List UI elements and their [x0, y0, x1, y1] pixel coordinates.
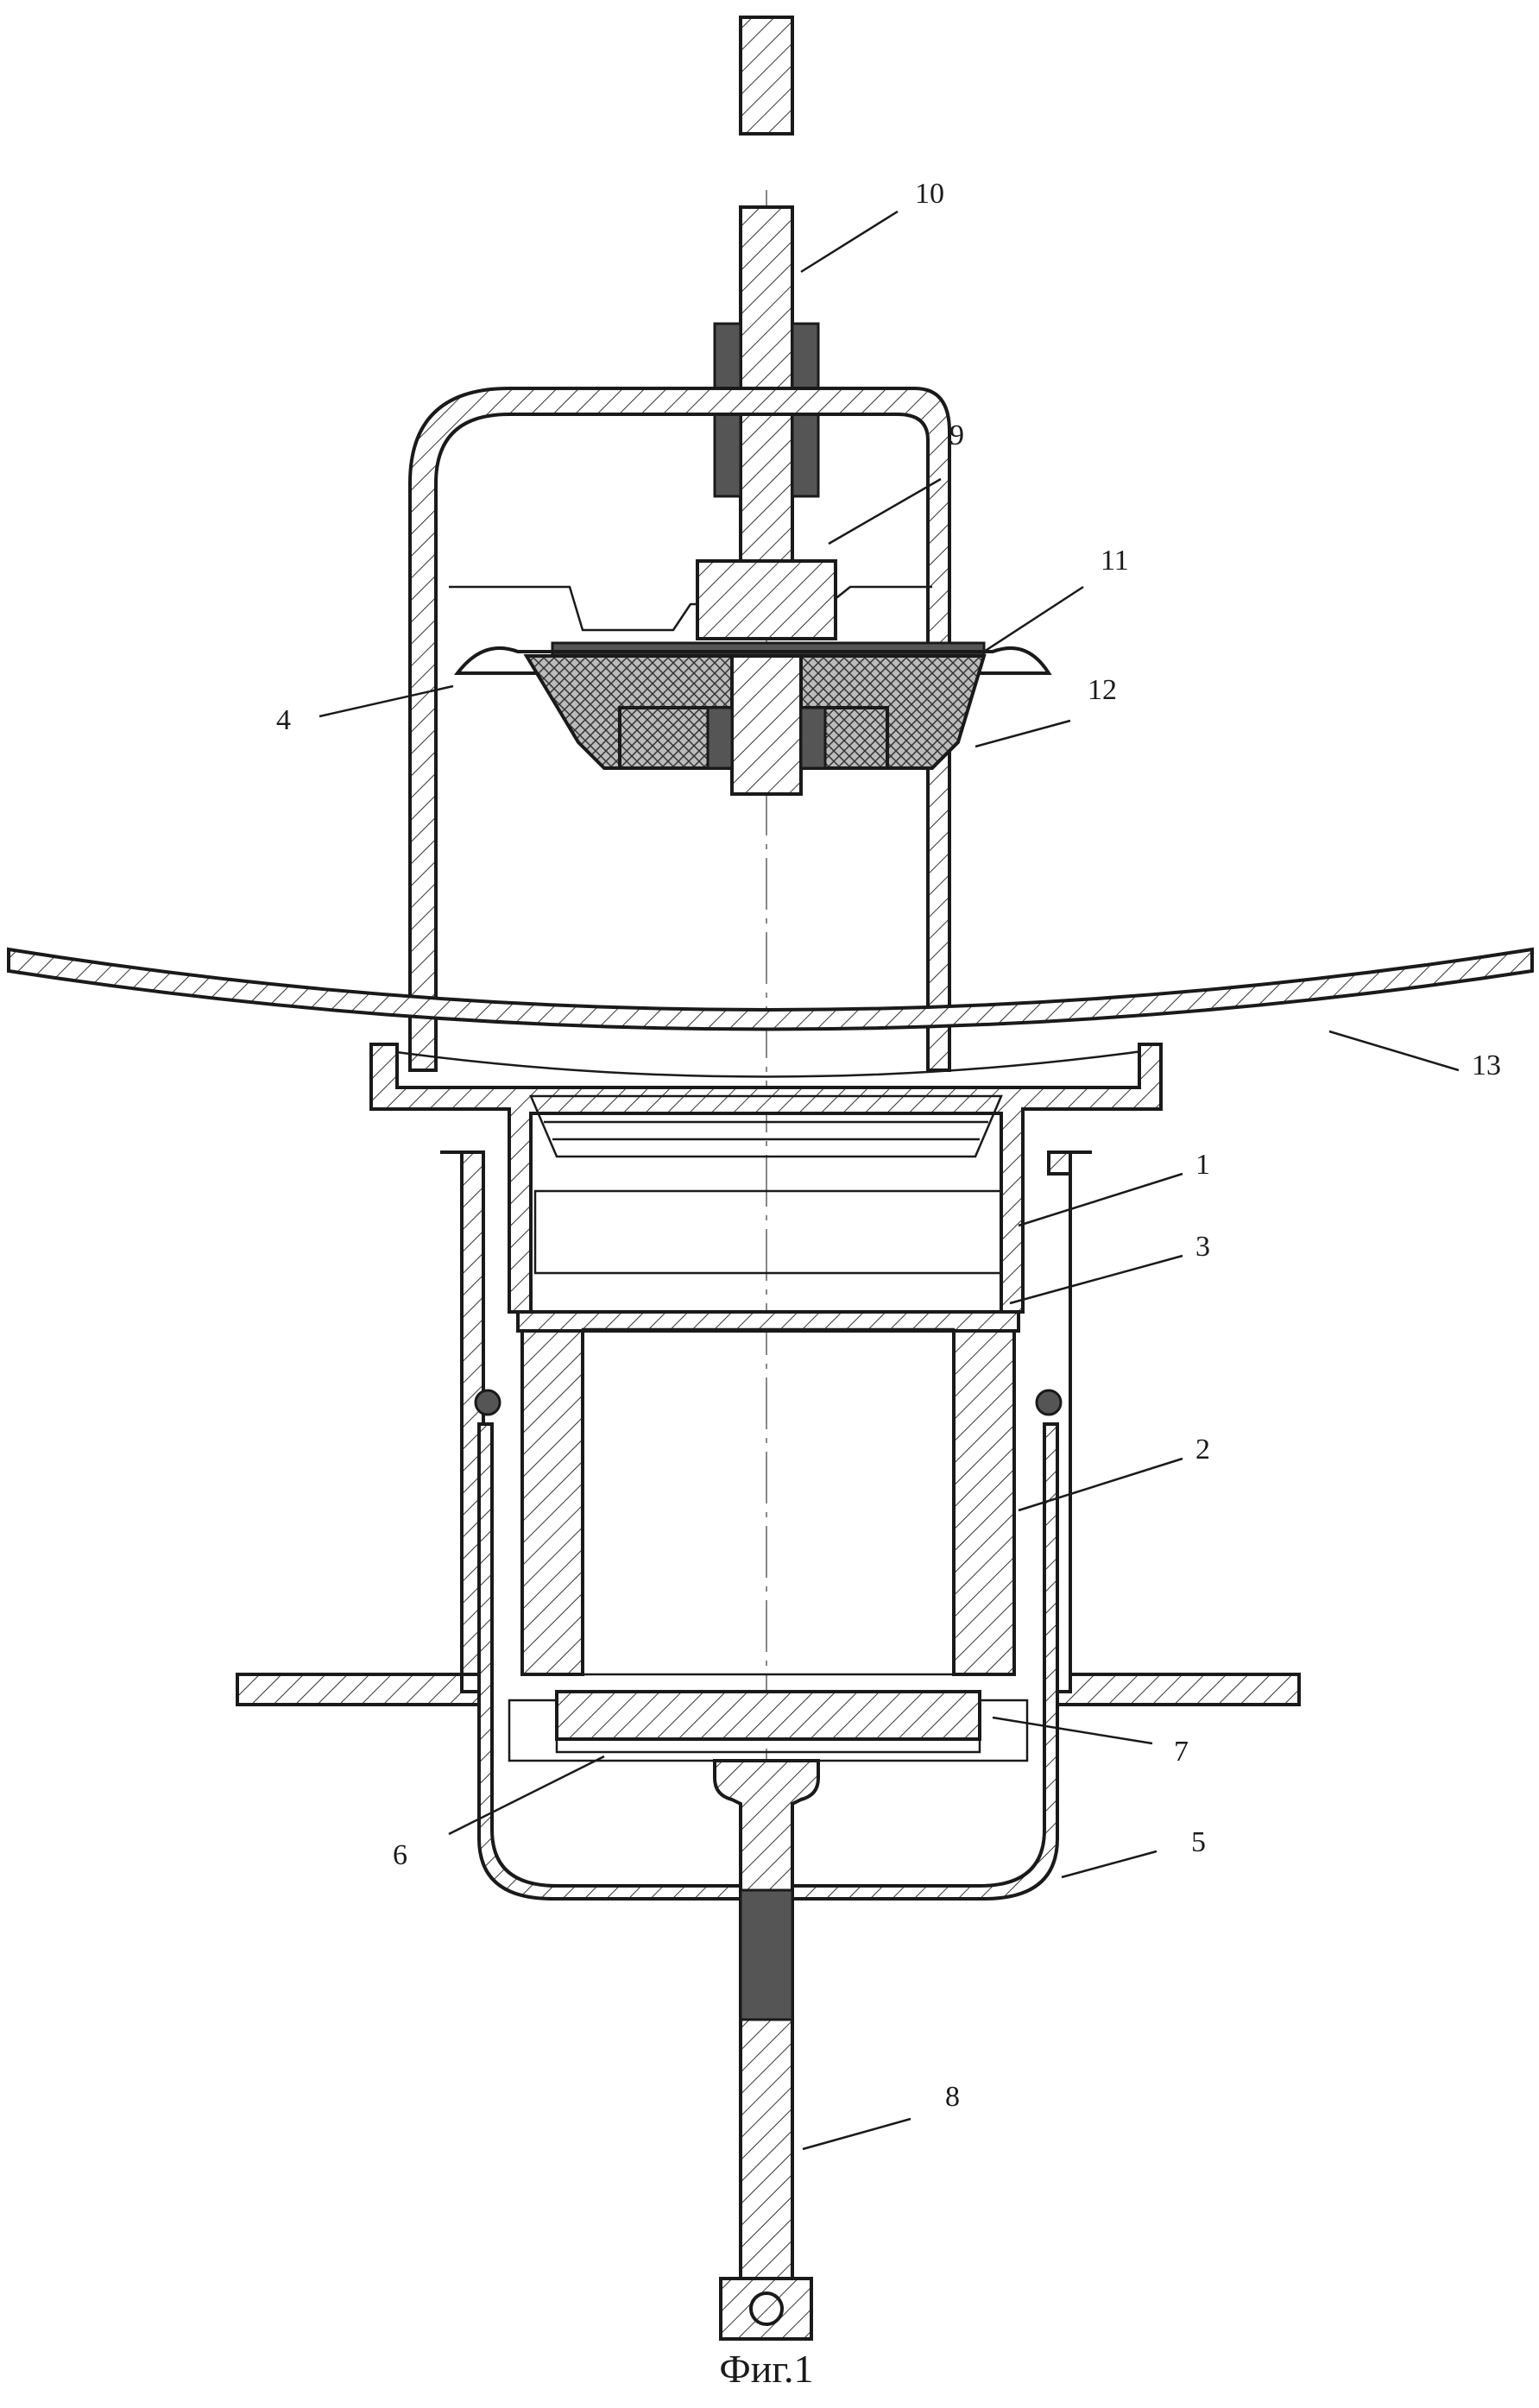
lower-cage-5	[477, 1422, 1059, 1901]
label-13: 13	[1472, 1050, 1501, 1081]
label-6: 6	[393, 1839, 407, 1871]
label-4: 4	[276, 704, 291, 736]
funnel-plate-13	[7, 947, 1534, 1031]
figure-caption: Фиг.1	[719, 2347, 813, 2391]
rod-10	[713, 16, 820, 606]
label-3: 3	[1195, 1231, 1210, 1263]
label-2: 2	[1195, 1434, 1210, 1466]
insert-2	[516, 1310, 1020, 1676]
upper-housing	[408, 387, 951, 1072]
label-8: 8	[945, 2081, 960, 2113]
label-1: 1	[1195, 1149, 1210, 1181]
label-10: 10	[915, 178, 944, 210]
label-9: 9	[949, 419, 964, 451]
label-7: 7	[1174, 1736, 1189, 1768]
outer-sleeve	[236, 1150, 1301, 1706]
valve-assembly	[449, 559, 1052, 796]
label-12: 12	[1088, 674, 1117, 706]
label-5: 5	[1191, 1826, 1206, 1858]
body-1-flange	[369, 1043, 1163, 1314]
disk-6	[508, 1690, 1029, 1762]
rod-8	[713, 1759, 820, 2341]
label-11: 11	[1101, 545, 1129, 577]
